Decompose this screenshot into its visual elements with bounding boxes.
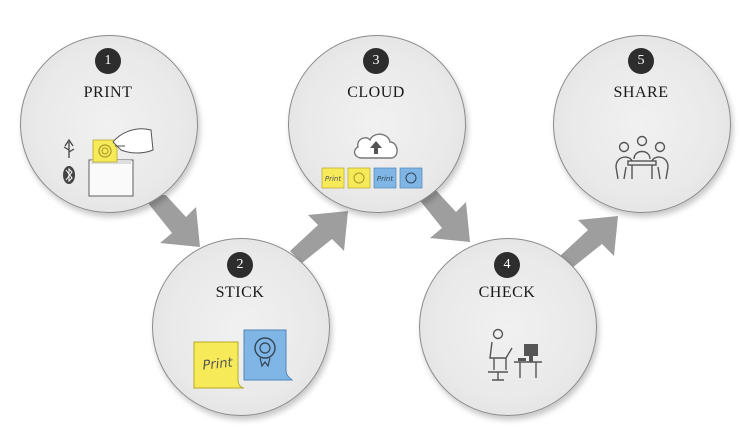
step-3-number: 3 [363, 48, 389, 74]
sticky-notes-icon: Print [193, 329, 294, 389]
step-2-label: STICK [215, 284, 265, 301]
step-3-label: CLOUD [347, 84, 405, 101]
step-2-number: 2 [227, 252, 253, 278]
step-5-number: 5 [628, 48, 654, 74]
step-4-label: CHECK [478, 284, 536, 301]
step-4-number: 4 [494, 252, 520, 278]
person-at-computer-icon [488, 328, 542, 381]
arrow-4-to-5 [560, 216, 618, 268]
cloud-upload-icon [353, 133, 398, 159]
cloud-note-print-text-blue: Print [377, 175, 393, 183]
arrow-2-to-3 [290, 211, 348, 263]
step-1-number: 1 [95, 48, 121, 74]
cloud-note-print-text: Print [325, 175, 341, 183]
sticky-notes-row-icon: Print Print [321, 167, 423, 189]
printer-with-hand-icon [63, 128, 154, 197]
team-meeting-icon [615, 135, 669, 180]
arrow-1-to-2 [148, 195, 200, 247]
step-1-label: PRINT [83, 84, 133, 101]
arrow-3-to-4 [418, 190, 470, 242]
sticky-note-print-text: Print [202, 355, 234, 373]
step-5-label: SHARE [613, 84, 669, 101]
